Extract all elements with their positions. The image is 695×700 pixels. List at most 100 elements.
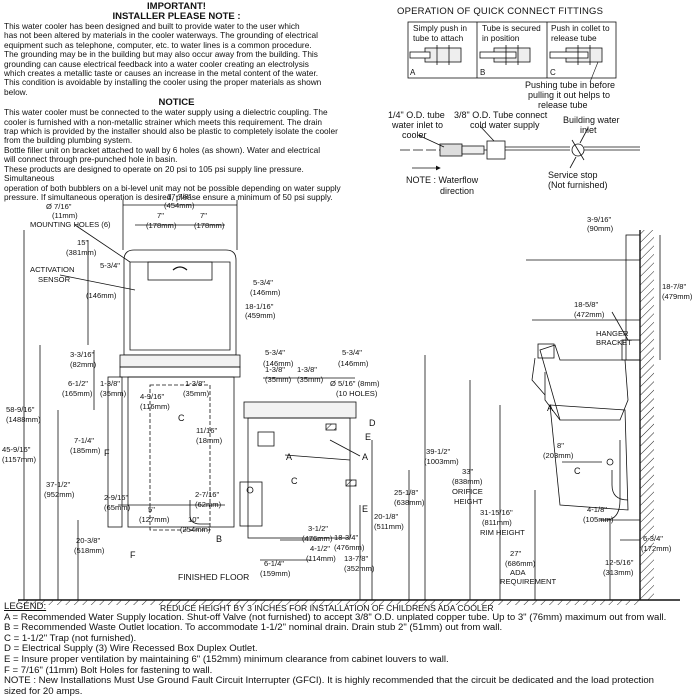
- panel-a-caption-2: tube to attach: [413, 33, 464, 43]
- front-callouts: A B C C D E F F A E: [104, 413, 376, 560]
- orifice-label: ORIFICE: [452, 487, 483, 496]
- service-stop-2: (Not furnished): [548, 180, 608, 190]
- legend-item: NOTE : New Installations Must Use Ground…: [4, 675, 654, 687]
- notice-line: operation of both bubblers on a bi-level…: [4, 182, 341, 193]
- notice-line: trap which is provided by the installer …: [4, 126, 338, 137]
- side-callouts: A C: [547, 403, 581, 476]
- dim: 4-1/2": [310, 544, 330, 553]
- dim: 7": [200, 211, 207, 220]
- activation-label: ACTIVATION: [30, 265, 74, 274]
- dim: (952mm): [44, 490, 75, 499]
- dim: 5": [148, 505, 155, 514]
- dim: 45-9/16": [2, 445, 31, 454]
- dim: 25-1/8": [394, 488, 419, 497]
- dim: 13-7/8": [344, 554, 369, 563]
- dim: 6-1/4": [264, 559, 284, 568]
- dim: 20-1/8": [374, 512, 399, 521]
- dim: Ø 7/16": [46, 202, 72, 211]
- installer-line: This condition is avoidable by installin…: [4, 77, 322, 88]
- callout-a: A: [286, 452, 292, 462]
- pull-note-3: release tube: [538, 100, 588, 110]
- dim: (381mm): [66, 248, 97, 257]
- notice-line: cooler is furnished with a non-metallic …: [4, 116, 323, 127]
- dim: (518mm): [74, 546, 105, 555]
- dim: (18mm): [196, 436, 223, 445]
- dim: (185mm): [70, 446, 101, 455]
- notice-line: These products are designed to operate o…: [4, 163, 304, 184]
- quick-connect-title: OPERATION OF QUICK CONNECT FITTINGS: [397, 6, 604, 17]
- service-stop-1: Service stop: [548, 170, 598, 180]
- inlet-quarter-2: water inlet to: [391, 120, 443, 130]
- dim: 5-3/4": [253, 278, 273, 287]
- inlet-quarter-1: 1/4" O.D. tube: [388, 110, 445, 120]
- callout-e: E: [365, 432, 371, 442]
- dim: (838mm): [452, 477, 483, 486]
- reduce-height-note: REDUCE HEIGHT BY 3 INCHES FOR INSTALLATI…: [160, 603, 494, 613]
- fitting-c-illustration: [549, 45, 603, 83]
- dim: Ø 5/16" (8mm): [330, 379, 380, 388]
- rim-height-label: RIM HEIGHT: [480, 528, 525, 537]
- inlet-quarter-3: cooler: [402, 130, 427, 140]
- pull-note-2: pulling it out helps to: [528, 90, 610, 100]
- height-label: HEIGHT: [454, 497, 483, 506]
- dim: 18-1/16": [245, 302, 274, 311]
- dim: (62mm): [195, 500, 222, 509]
- legend-item: F = 7/16" (11mm) Bolt Holes for fastenin…: [4, 664, 213, 676]
- dim: 1-3/8": [185, 379, 205, 388]
- dim: (35mm): [100, 389, 127, 398]
- panel-a-caption-1: Simply push in: [413, 23, 467, 33]
- dim: (127mm): [139, 515, 170, 524]
- ada-label: ADA: [510, 568, 527, 577]
- installer-notes: IMPORTANT! INSTALLER PLEASE NOTE : This …: [4, 2, 349, 202]
- dim: 18-7/8": [662, 282, 687, 291]
- dim: 10": [188, 515, 199, 524]
- dim: (476mm): [302, 534, 333, 543]
- dim: 6-3/4": [643, 534, 663, 543]
- dim: (82mm): [70, 360, 97, 369]
- notice-line: Bottle filler unit on bracket attached t…: [4, 144, 321, 155]
- dim: 3-3/16": [70, 350, 95, 359]
- panel-c-caption-1: Push in collet to: [551, 23, 610, 33]
- dim: 8": [557, 441, 564, 450]
- dim: (165mm): [62, 389, 93, 398]
- panel-b-caption-2: in position: [482, 33, 520, 43]
- waterflow-2: direction: [440, 186, 474, 196]
- callout-e: E: [362, 504, 368, 514]
- panel-a-letter: A: [410, 68, 416, 77]
- fitting-a-illustration: [409, 45, 462, 65]
- inlet-three8-1: 3/8" O.D. Tube connect: [454, 110, 548, 120]
- installer-line: has not been altered by materials in the…: [4, 30, 318, 41]
- notice-line: will connect through pre-punched hole in…: [4, 154, 178, 165]
- callout-d: D: [369, 418, 376, 428]
- installer-line: equipment such as telephone, computer, e…: [4, 39, 312, 50]
- dim: 7-1/4": [74, 436, 94, 445]
- dim: 6-1/2": [68, 379, 88, 388]
- front-view: [18, 200, 420, 605]
- panel-b-caption-1: Tube is secured: [482, 23, 541, 33]
- callout-a: A: [547, 403, 553, 413]
- installer-heading: INSTALLER PLEASE NOTE :: [112, 11, 241, 22]
- building-inlet-2: inlet: [580, 125, 597, 135]
- panel-b-letter: B: [480, 68, 485, 77]
- dim: 20-3/8": [76, 536, 101, 545]
- dim: 33": [462, 467, 473, 476]
- dim: (11mm): [52, 211, 78, 220]
- dim: 1-3/8": [100, 379, 120, 388]
- dim: (159mm): [260, 569, 291, 578]
- dim: 3-9/16": [587, 215, 612, 224]
- pull-note-1: Pushing tube in before: [525, 80, 615, 90]
- dim: (146mm): [86, 291, 117, 300]
- side-dimension-labels: 3-9/16" (90mm) 18-7/8" (479mm) 18-5/8" (…: [424, 215, 693, 586]
- dim: (638mm): [394, 498, 425, 507]
- legend-item: C = 1-1/2" Trap (not furnished).: [4, 632, 137, 644]
- installer-line: This water cooler has been designed and …: [4, 21, 300, 31]
- notice-line: pressure. If simultaneous operation is d…: [4, 191, 333, 202]
- dim: 11/16": [196, 426, 217, 435]
- dim: (35mm): [297, 375, 324, 384]
- installer-line: The grounding may be in the building but…: [4, 49, 318, 60]
- panel-c-letter: C: [550, 68, 556, 77]
- inlet-three8-2: cold water supply: [470, 120, 540, 130]
- dim: 4-9/16": [140, 392, 165, 401]
- dim: 2-9/16": [104, 493, 129, 502]
